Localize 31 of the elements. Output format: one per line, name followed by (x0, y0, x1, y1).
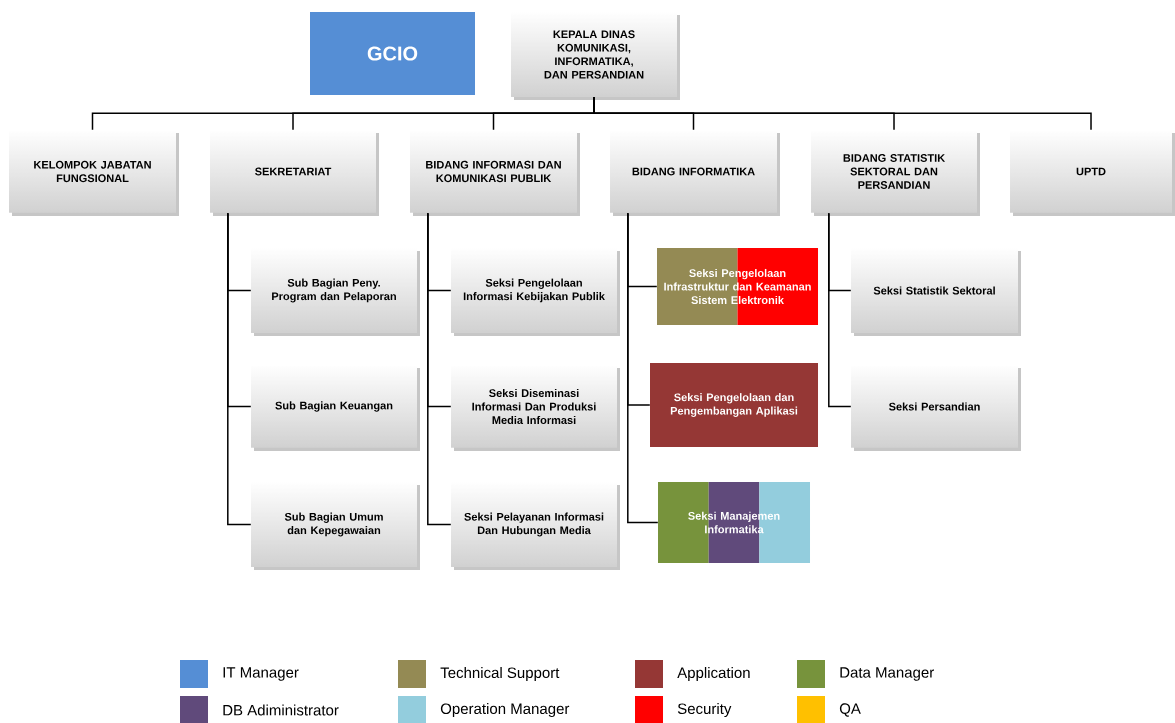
org-box: Seksi Pengelolaan Informasi Kebijakan Publik (451, 248, 620, 336)
org-box: SEKRETARIAT (210, 130, 379, 216)
org-box: Sub Bagian Peny. Program dan Pelaporan (251, 248, 420, 336)
org-box: Sub Bagian Umum dan Kepegawaian (251, 482, 420, 570)
org-box: BIDANG INFORMASI DAN KOMUNIKASI PUBLIK (410, 130, 580, 216)
connector-line (427, 212, 452, 526)
org-box: Seksi Diseminasi Informasi Dan Produksi Media Informasi (451, 365, 620, 451)
org-box: BIDANG STATISTIK SEKTORAL DAN PERSANDIAN (811, 130, 980, 216)
role-box: Seksi Pengelolaan Infrastruktur dan Keamanan Sistem Elektronik (657, 248, 818, 325)
org-box: UPTD (1010, 130, 1175, 216)
legend-label: DB Adiministrator (223, 704, 339, 716)
org-box: Seksi Statistik Sektoral (851, 248, 1021, 336)
legend-label: Security (677, 703, 732, 717)
role-box: Seksi Pengelolaan dan Pengembangan Aplikasi (650, 363, 818, 447)
legend-label: Data Manager (840, 667, 934, 681)
legend-label: IT Manager (223, 667, 299, 681)
legend-label: QA (839, 703, 861, 717)
legend-label: Technical Support (440, 667, 560, 681)
legend-label: Operation Manager (440, 703, 570, 717)
connector-line (227, 212, 252, 526)
org-box: Seksi Persandian (851, 365, 1021, 451)
role-box: GCIO (310, 12, 475, 95)
org-box: Seksi Pelayanan Informasi Dan Hubungan Media (451, 482, 620, 570)
connector-line (593, 96, 1092, 131)
org-box: Sub Bagian Keuangan (251, 365, 420, 451)
legend-label: Application (677, 667, 750, 681)
org-box: KEPALA DINAS KOMUNIKASI, INFORMATIKA, DAN PERSANDIAN (511, 12, 680, 100)
org-box: BIDANG INFORMATIKA (610, 130, 780, 216)
connector-line (627, 212, 659, 524)
connector-line (828, 212, 852, 408)
org-box: KELOMPOK JABATAN FUNGSIONAL (9, 130, 179, 216)
